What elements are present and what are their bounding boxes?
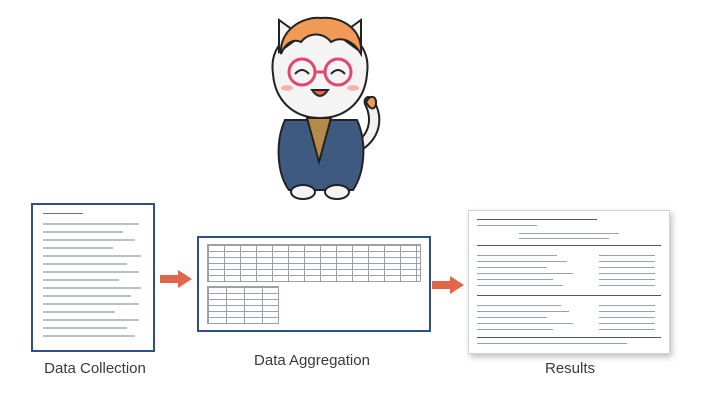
cat-mascot bbox=[245, 2, 395, 202]
spreadsheet-table-icon bbox=[199, 238, 429, 330]
data-aggregation-spreadsheet bbox=[197, 236, 431, 332]
right-arrow-icon bbox=[432, 276, 464, 294]
right-arrow-icon bbox=[160, 270, 192, 288]
stage-label-data-aggregation: Data Aggregation bbox=[254, 352, 370, 369]
stage-label-data-collection: Data Collection bbox=[44, 360, 146, 377]
report-document-icon bbox=[469, 211, 669, 353]
data-collection-document bbox=[31, 203, 155, 352]
form-document-icon bbox=[33, 205, 153, 350]
results-report-document bbox=[468, 210, 670, 354]
cat-mascot-icon bbox=[271, 16, 381, 200]
stage-label-results: Results bbox=[544, 360, 596, 377]
